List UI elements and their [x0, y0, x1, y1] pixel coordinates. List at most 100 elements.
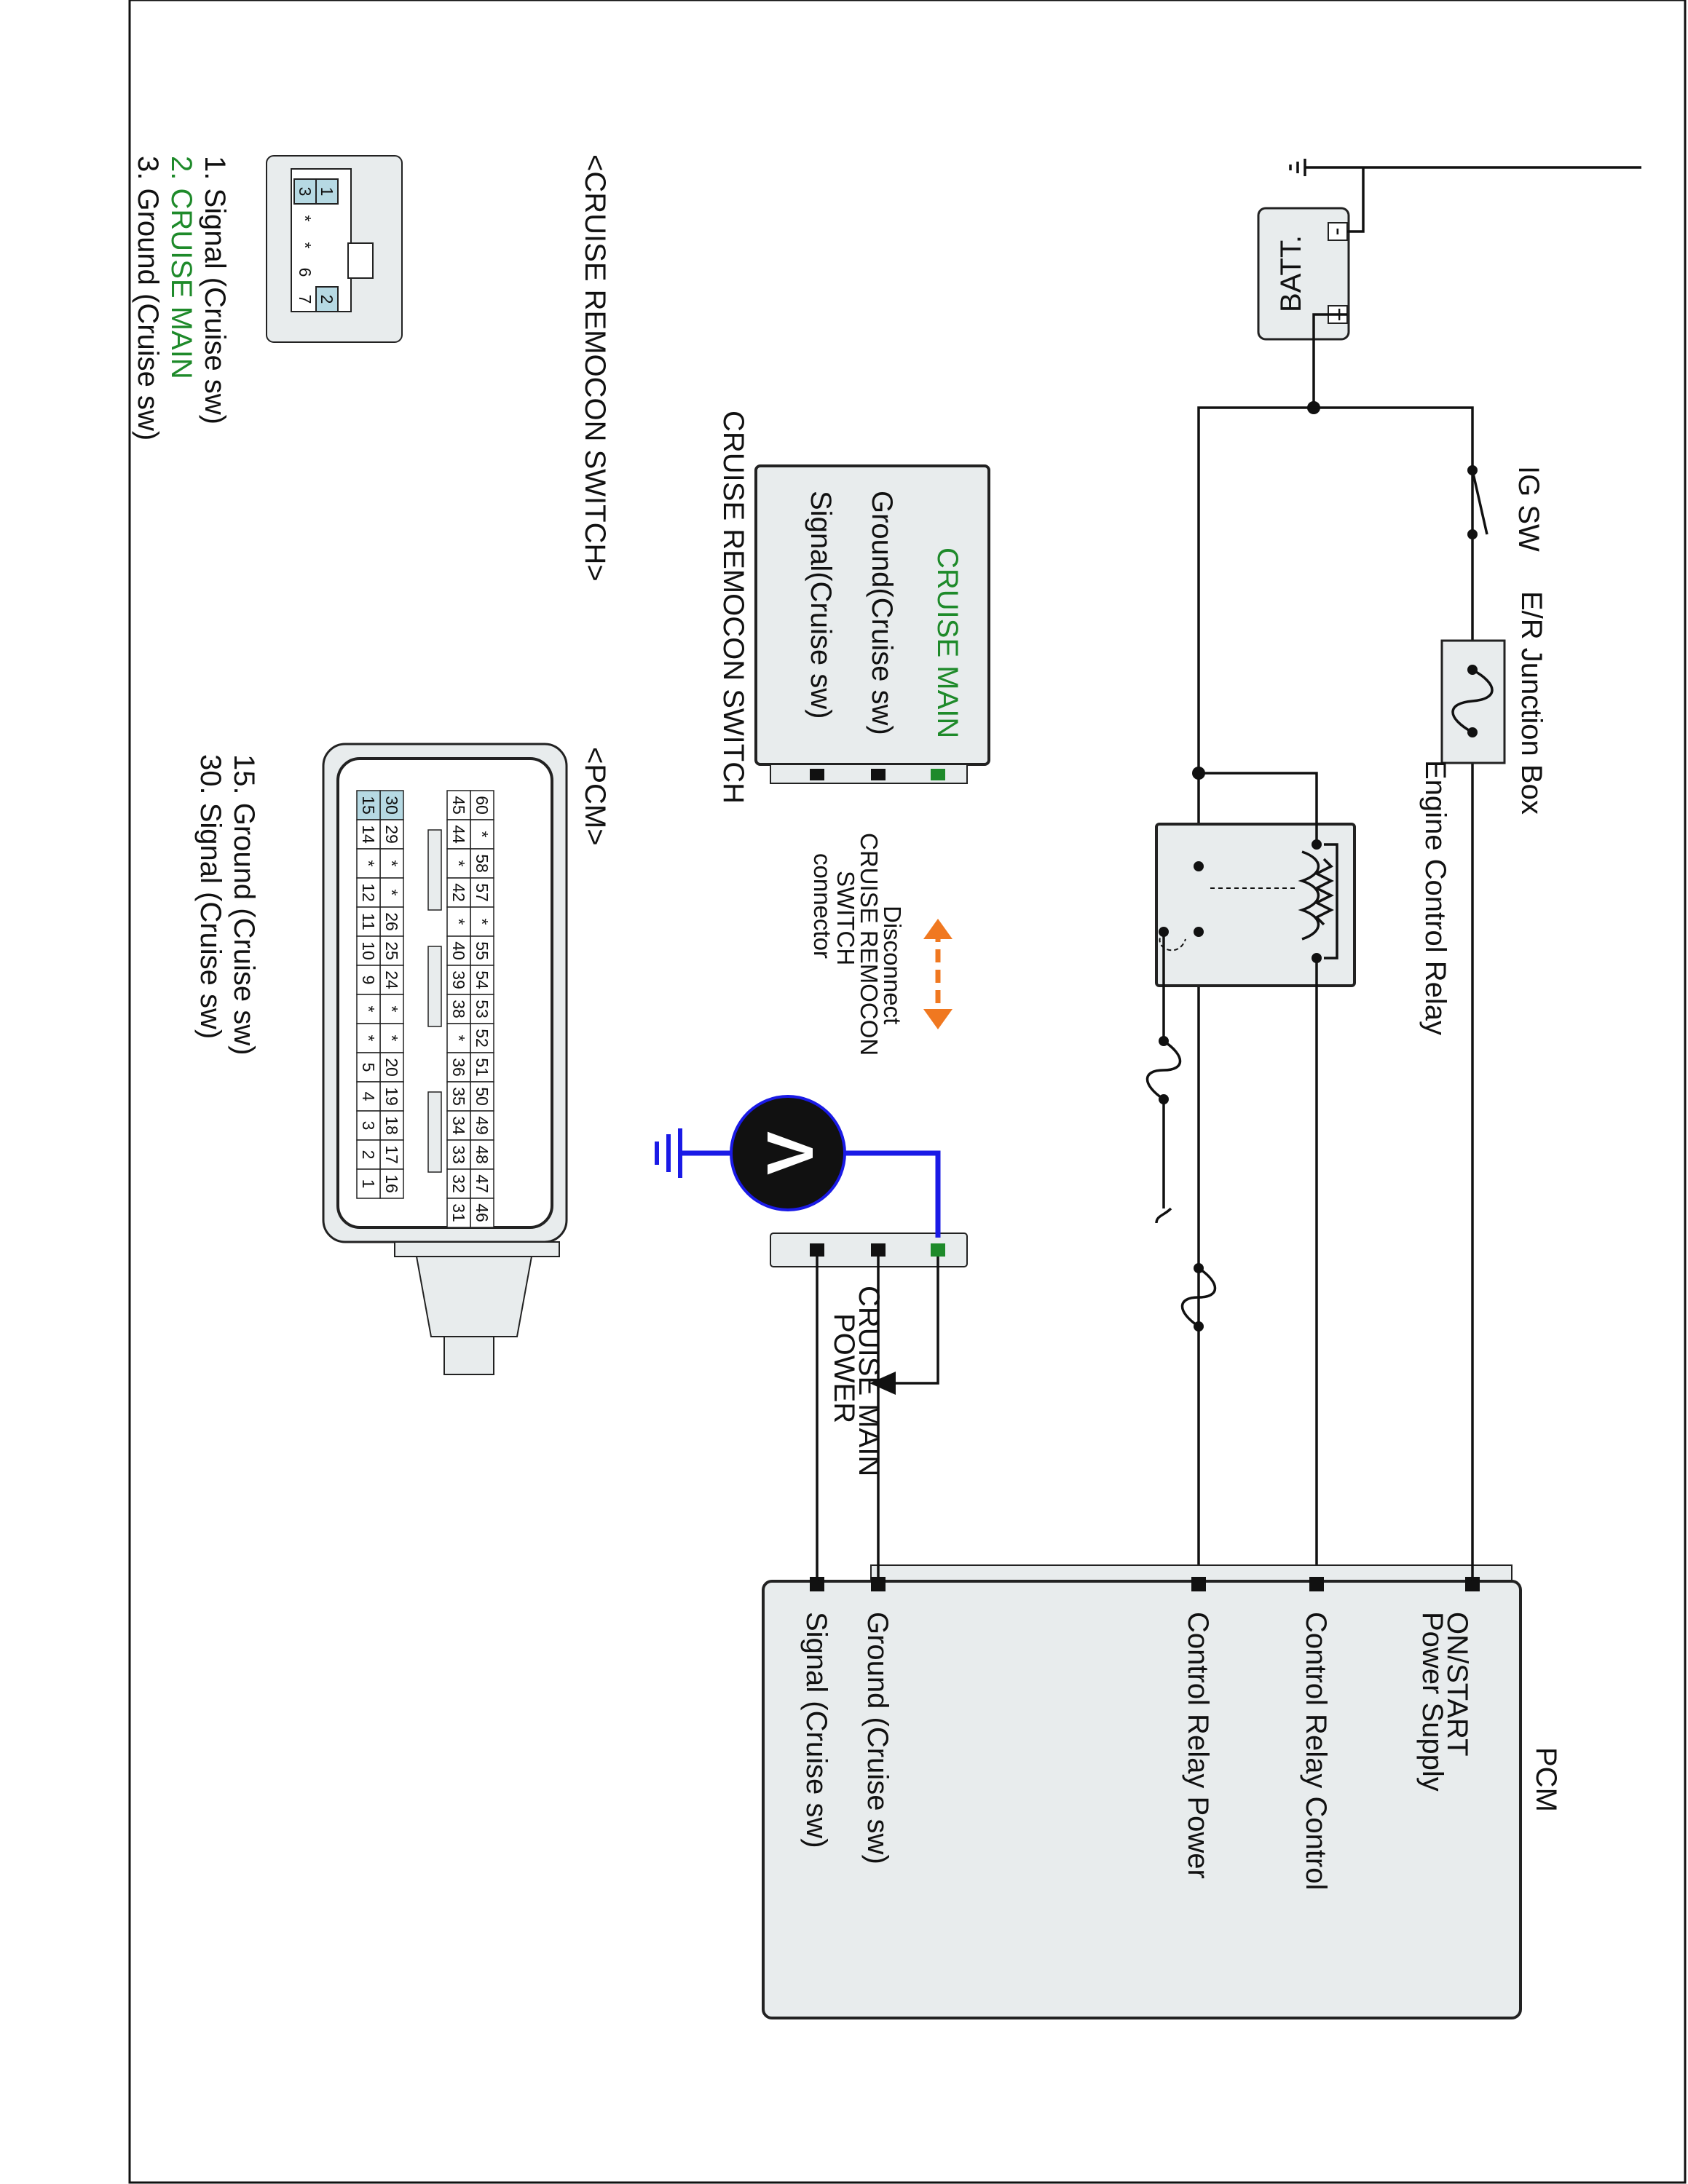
pcm-pin-number: 39 [449, 970, 468, 989]
pcm-pin-number: 30 [382, 796, 401, 815]
cruise-cell-5: * [296, 242, 315, 249]
cruise-cell-4: * [296, 215, 315, 222]
disconnect-label-line4: connector [809, 853, 836, 959]
battery-box [1257, 207, 1350, 341]
pcm-pin-signal-cruise: Signal (Cruise sw) [800, 1612, 832, 1848]
pcm-pin-number: 3 [359, 1121, 378, 1131]
engine-control-relay-label: Engine Control Relay [1419, 760, 1451, 1035]
pcm-pin-number: 52 [473, 1029, 492, 1048]
pcm-pin-number: 45 [449, 796, 468, 815]
pcm-pin-number: 10 [359, 941, 378, 960]
pcm-pin-number: 16 [382, 1174, 401, 1193]
pcm-pin-number: * [449, 860, 468, 867]
pcm-block: PCM ON/START Power Supply Control Relay … [762, 1564, 1562, 2019]
pcm-pin-number: 12 [359, 883, 378, 902]
er-junction-box: E/R Junction Box [1440, 591, 1547, 815]
pcm-pin-number: 24 [382, 970, 401, 989]
pcm-pin-number: 55 [473, 941, 492, 960]
harness-connector [770, 1233, 968, 1267]
battery-minus-label: - [1326, 228, 1353, 236]
pcm-key-slot [427, 829, 442, 911]
pcm-pin-number: 38 [449, 1000, 468, 1018]
pcm-pin-number: * [359, 860, 378, 867]
pcm-pin-number: * [449, 1035, 468, 1042]
pcm-title: PCM [1530, 1747, 1562, 1812]
pcm-pin-number: 9 [359, 976, 378, 985]
pcm-pin-number: 57 [473, 883, 492, 902]
cruise-legend-3: 3. Ground (Cruise sw) [132, 156, 164, 440]
pcm-pin-number: 34 [449, 1116, 468, 1135]
ig-sw-label: IG SW [1513, 466, 1545, 552]
pcm-pin-on-start-line1: ON/START [1441, 1612, 1473, 1757]
pcm-pin-number: 48 [473, 1145, 492, 1164]
pcm-pin-number: * [449, 919, 468, 925]
pcm-pin-number: * [382, 1035, 401, 1042]
pcm-pin-number: 50 [473, 1087, 492, 1106]
pcm-pin-number: 53 [473, 1000, 492, 1018]
switch-pin-cruise-main: CRUISE MAIN [931, 547, 963, 738]
pcm-pin-number: 15 [359, 796, 378, 815]
voltmeter-symbol: V [754, 1131, 827, 1175]
pcm-pin-number: 32 [449, 1174, 468, 1193]
ig-switch: IG SW [1467, 465, 1545, 552]
cruise-main-power-label-line1: CRUISE MAIN [853, 1286, 885, 1476]
pcm-pin-number: 14 [359, 825, 378, 844]
pcm-pin-number: 11 [359, 913, 378, 930]
pcm-pin-number: 18 [382, 1116, 401, 1135]
pcm-pin-ground-cruise: Ground (Cruise sw) [861, 1612, 894, 1864]
disconnect-label-line1: Disconnect [879, 906, 906, 1024]
pcm-pin-number: * [382, 860, 401, 867]
pcm-pin-number: * [473, 919, 492, 925]
pcm-pin-number: 47 [473, 1174, 492, 1193]
pcm-pin-number: 4 [359, 1092, 378, 1101]
pcm-connector-view: <PCM> 60*5857*555453525150494847464544*4… [194, 743, 611, 1375]
pcm-pin-number: 60 [473, 796, 492, 815]
pcm-pin-number: 35 [449, 1087, 468, 1106]
cruise-cell-2: 2 [318, 295, 336, 304]
pcm-legend-15: 15. Ground (Cruise sw) [228, 754, 260, 1055]
pcm-legend-30: 30. Signal (Cruise sw) [194, 754, 226, 1039]
pcm-pin-number: 49 [473, 1116, 492, 1135]
page-frame [128, 0, 1687, 2184]
pcm-pin-relay-power: Control Relay Power [1182, 1612, 1214, 1879]
disconnect-label-line2: CRUISE REMOCON [856, 833, 883, 1056]
battery: - + BATT. [1257, 159, 1641, 408]
engine-control-relay: Engine Control Relay [1155, 760, 1451, 1035]
cruise-legend-1: 1. Signal (Cruise sw) [199, 156, 231, 424]
pcm-pin-number: 31 [449, 1203, 468, 1222]
disconnect-label-line3: SWITCH [832, 871, 859, 965]
battery-label: BATT. [1275, 235, 1307, 312]
cruise-connector-view: <CRUISE REMOCON SWITCH> 1 2 3 * * 6 7 1.… [132, 154, 611, 582]
pcm-pin-number: * [382, 1006, 401, 1013]
switch-pin-ground: Ground(Cruise sw) [866, 491, 898, 735]
pcm-pin-number: 19 [382, 1087, 401, 1106]
cruise-legend-2: 2. CRUISE MAIN [165, 156, 197, 379]
pcm-key-slot [427, 946, 442, 1027]
pcm-pin-relay-control: Control Relay Control [1300, 1612, 1332, 1890]
pcm-pin-number: * [382, 890, 401, 896]
pcm-pin-number: 58 [473, 854, 492, 873]
cruise-cell-7: 7 [296, 295, 315, 304]
cruise-cell-1: 1 [318, 187, 336, 197]
pcm-pin-cell [446, 1198, 471, 1228]
switch-pin-signal: Signal(Cruise sw) [805, 491, 837, 719]
pcm-pin-number: 17 [382, 1145, 401, 1164]
pcm-pin-number: 42 [449, 883, 468, 902]
pcm-pin-number: 40 [449, 941, 468, 960]
pcm-pin-grid: 60*5857*555453525150494847464544*42*4039… [356, 790, 494, 1228]
pcm-pin-number: 54 [473, 970, 492, 989]
cruise-main-power-label-line2: POWER [828, 1313, 860, 1423]
pcm-pin-number: * [473, 831, 492, 838]
pcm-pin-number: * [359, 1006, 378, 1013]
junction-node [1192, 767, 1205, 780]
pcm-pin-on-start-line2: Power Supply [1416, 1612, 1448, 1792]
cruise-connector-title: <CRUISE REMOCON SWITCH> [579, 154, 611, 582]
pcm-pin-number: 46 [473, 1203, 492, 1222]
pcm-pin-number: * [359, 1035, 378, 1042]
cruise-remocon-switch-block: CRUISE MAIN Ground(Cruise sw) Signal(Cru… [717, 411, 990, 804]
pcm-pin-number: 25 [382, 941, 401, 960]
cruise-switch-caption: CRUISE REMOCON SWITCH [717, 411, 749, 804]
cruise-cell-6: 6 [296, 268, 315, 277]
pcm-pin-number: 2 [359, 1150, 378, 1160]
